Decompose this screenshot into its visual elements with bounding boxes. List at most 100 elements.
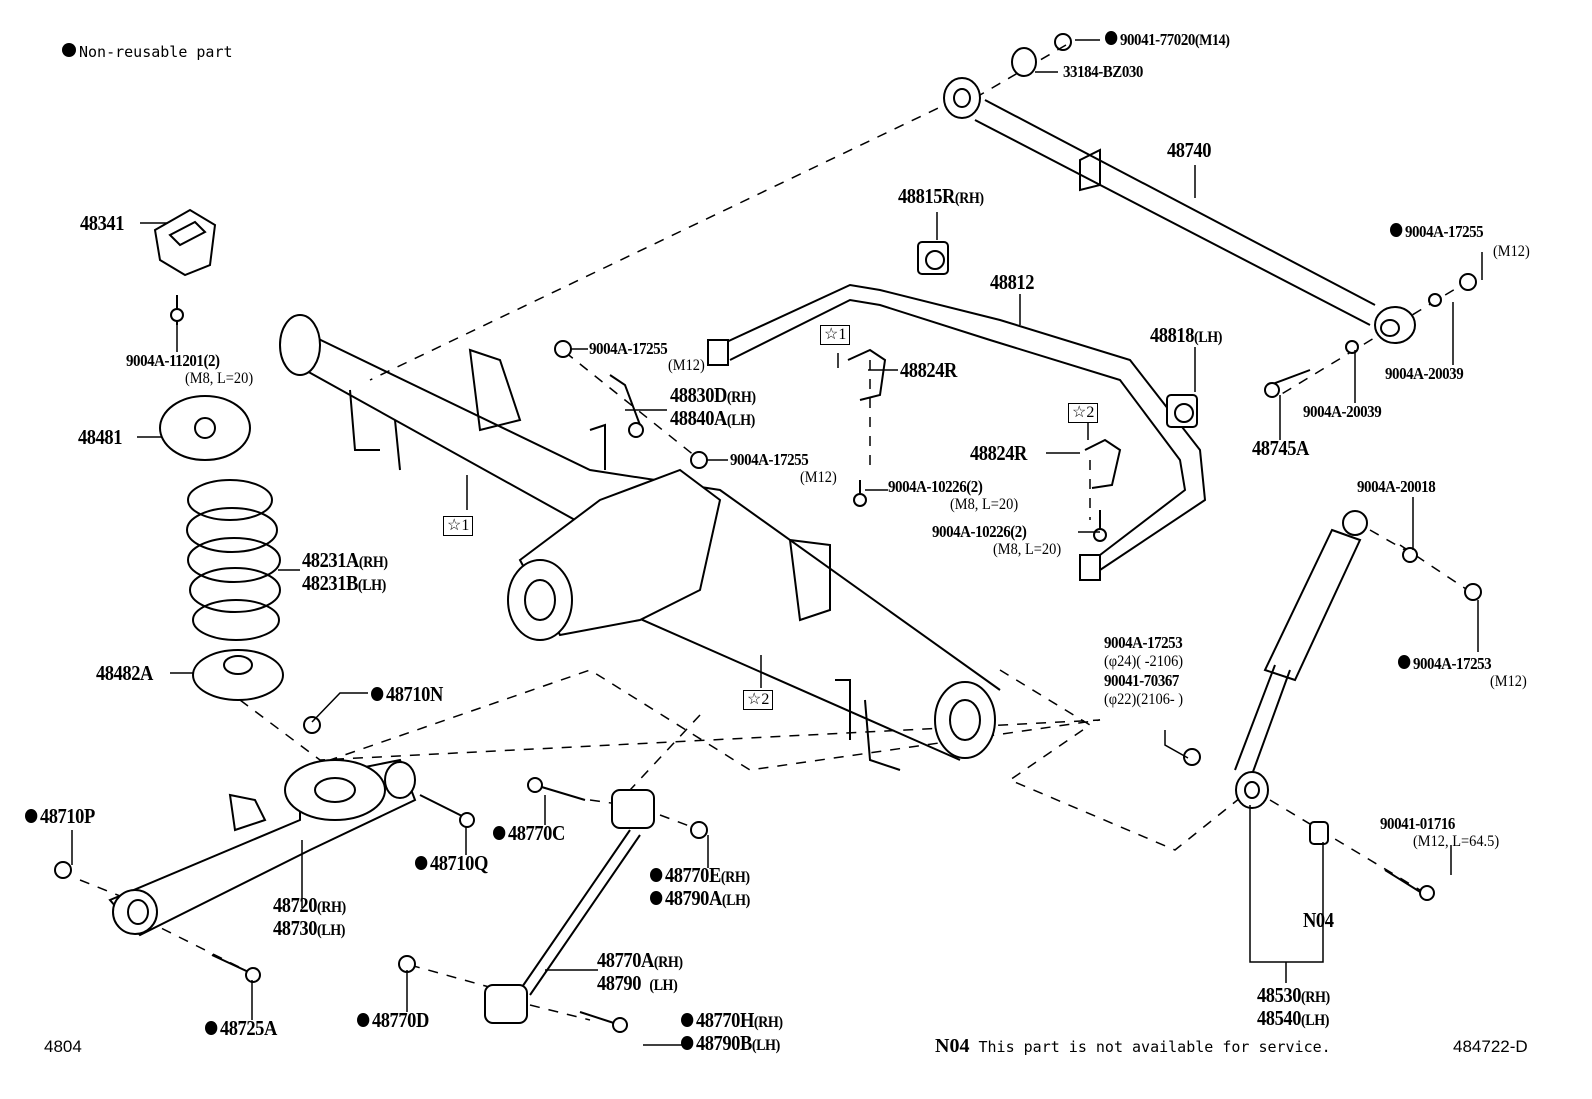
spec-phi22: (φ22)(2106- ) xyxy=(1104,691,1184,708)
callout-48710P[interactable]: 48710P xyxy=(25,806,95,827)
part-number: 9004A-20039 xyxy=(1385,364,1464,383)
part-number: 9004A-20039 xyxy=(1303,402,1382,421)
part-number: 90041-01716 xyxy=(1380,814,1455,833)
callout-90041-77020[interactable]: 90041-77020(M14) xyxy=(1105,31,1230,50)
side-qualifier: (LH) xyxy=(726,412,755,429)
side-qualifier: (LH) xyxy=(317,922,345,939)
part-number: 48824R xyxy=(900,358,957,382)
non-reusable-dot-icon xyxy=(371,687,384,701)
non-reusable-dot-icon xyxy=(493,826,506,840)
part-number: 48745A xyxy=(1252,436,1309,460)
callout-48720[interactable]: 48720(RH)48730(LH) xyxy=(273,895,346,941)
diagram-id: 484722-D xyxy=(1453,1037,1528,1056)
side-qualifier: (LH) xyxy=(1194,329,1222,346)
side-qualifier: (RH) xyxy=(726,389,756,406)
spec-9004A-17253-r: (M12) xyxy=(1490,673,1527,690)
part-number: 48770C xyxy=(507,821,565,845)
callout-48725A[interactable]: 48725A xyxy=(205,1018,277,1039)
coil-spring xyxy=(159,395,284,701)
part-number: 9004A-17255 xyxy=(589,339,668,358)
non-reusable-dot-icon xyxy=(205,1021,218,1035)
non-reusable-dot-icon xyxy=(1398,655,1411,669)
callout-9004A-17253-l[interactable]: 9004A-17253 xyxy=(1104,633,1183,652)
spec-9004A-11201: (M8, L=20) xyxy=(185,370,254,387)
part-number: 48540 xyxy=(1257,1006,1301,1030)
part-number: 9004A-17253 xyxy=(1104,633,1183,652)
callout-48745A[interactable]: 48745A xyxy=(1252,438,1309,459)
spec-9004A-17255-c: (M12) xyxy=(1493,243,1530,260)
callout-48482A[interactable]: 48482A xyxy=(96,663,153,684)
part-number: 48482A xyxy=(96,661,153,685)
callout-48530[interactable]: 48530(RH)48540(LH) xyxy=(1257,985,1330,1031)
side-qualifier: (RH) xyxy=(358,554,388,571)
callout-9004A-20039-a[interactable]: 9004A-20039 xyxy=(1385,364,1464,383)
part-number: 9004A-10226(2) xyxy=(932,522,1027,541)
star-ref-1-box-b: ☆1 xyxy=(820,325,851,345)
spec-9004A-10226-b: (M8, L=20) xyxy=(993,541,1062,558)
control-link xyxy=(484,789,655,1024)
callout-48824R-2[interactable]: 48824R xyxy=(970,443,1027,464)
callout-90041-01716[interactable]: 90041-01716 xyxy=(1380,815,1455,833)
side-qualifier: (RH) xyxy=(1301,989,1330,1006)
callout-48770A[interactable]: 48770A(RH)48790 (LH) xyxy=(597,950,683,996)
shock-absorber xyxy=(1234,510,1368,845)
callout-9004A-10226-a[interactable]: 9004A-10226(2) xyxy=(888,478,983,496)
part-number: 9004A-17253 xyxy=(1412,654,1492,673)
callout-9004A-20039-b[interactable]: 9004A-20039 xyxy=(1303,402,1382,421)
part-number: 48740 xyxy=(1167,138,1211,162)
part-number: 48840A xyxy=(670,406,727,430)
callout-48770H[interactable]: 48770H(RH)48790B(LH) xyxy=(681,1010,783,1056)
side-qualifier: (LH) xyxy=(721,892,750,909)
callout-48812[interactable]: 48812 xyxy=(990,272,1034,293)
part-number: 48818 xyxy=(1150,323,1194,347)
callout-48815R[interactable]: 48815R(RH) xyxy=(898,186,984,209)
footnote-code: N04 xyxy=(935,1035,970,1057)
callout-9004A-11201[interactable]: 9004A-11201(2) xyxy=(126,352,220,370)
star-ref-2-box-a: ☆2 xyxy=(743,690,774,710)
callout-N04[interactable]: N04 xyxy=(1303,910,1334,931)
callout-9004A-10226-b[interactable]: 9004A-10226(2) xyxy=(932,522,1027,541)
part-number: 9004A-11201(2) xyxy=(126,351,220,370)
callout-48818[interactable]: 48818(LH) xyxy=(1150,325,1222,348)
callout-33184-BZ030[interactable]: 33184-BZ030 xyxy=(1063,63,1143,81)
non-reusable-dot-icon xyxy=(681,1013,694,1027)
part-number: 48725A xyxy=(219,1016,277,1040)
callout-48740[interactable]: 48740 xyxy=(1167,140,1211,161)
page-code: 4804 xyxy=(44,1037,82,1056)
callout-48710Q[interactable]: 48710Q xyxy=(415,853,488,874)
callout-48770C[interactable]: 48770C xyxy=(493,823,565,844)
non-reusable-dot-icon xyxy=(62,43,76,57)
callout-48481[interactable]: 48481 xyxy=(78,427,122,448)
callout-90041-70367[interactable]: 90041-70367 xyxy=(1104,672,1179,690)
spec-9004A-10226-a: (M8, L=20) xyxy=(950,496,1019,513)
part-number: 48770A xyxy=(597,948,654,972)
bushings xyxy=(153,208,1198,428)
part-number: 48790 xyxy=(597,971,641,995)
callout-48770E[interactable]: 48770E(RH)48790A(LH) xyxy=(650,865,750,911)
spec-9004A-17255-a: (M12) xyxy=(668,357,705,374)
callout-9004A-17253-r[interactable]: 9004A-17253 xyxy=(1398,654,1492,673)
part-number: 48790A xyxy=(664,886,722,910)
callout-48341[interactable]: 48341 xyxy=(80,213,124,234)
part-number: 48710Q xyxy=(429,851,488,875)
part-number: 90041-70367 xyxy=(1104,671,1179,690)
callout-9004A-17255-b[interactable]: 9004A-17255 xyxy=(730,451,809,469)
rear-axle-housing xyxy=(279,314,1001,771)
callout-9004A-20018[interactable]: 9004A-20018 xyxy=(1357,478,1436,496)
lower-control-arm xyxy=(108,758,417,937)
callout-48770D[interactable]: 48770D xyxy=(357,1010,429,1031)
callout-9004A-17255-c[interactable]: 9004A-17255 xyxy=(1390,223,1484,241)
callout-48710N[interactable]: 48710N xyxy=(371,684,443,705)
callout-9004A-17255-a[interactable]: 9004A-17255 xyxy=(589,339,668,358)
non-reusable-dot-icon xyxy=(1105,31,1118,45)
stabilizer-bar-48812 xyxy=(707,283,1207,581)
non-reusable-dot-icon xyxy=(650,868,663,882)
part-number: 33184-BZ030 xyxy=(1063,62,1143,81)
fasteners xyxy=(54,273,1482,1033)
leader-lines xyxy=(71,39,1483,1046)
callout-48830D[interactable]: 48830D(RH)48840A(LH) xyxy=(670,385,756,431)
callout-48824R-1[interactable]: 48824R xyxy=(900,360,957,381)
callout-48231[interactable]: 48231A(RH)48231B(LH) xyxy=(302,550,388,596)
footnote-text: This part is not available for service. xyxy=(978,1038,1331,1056)
